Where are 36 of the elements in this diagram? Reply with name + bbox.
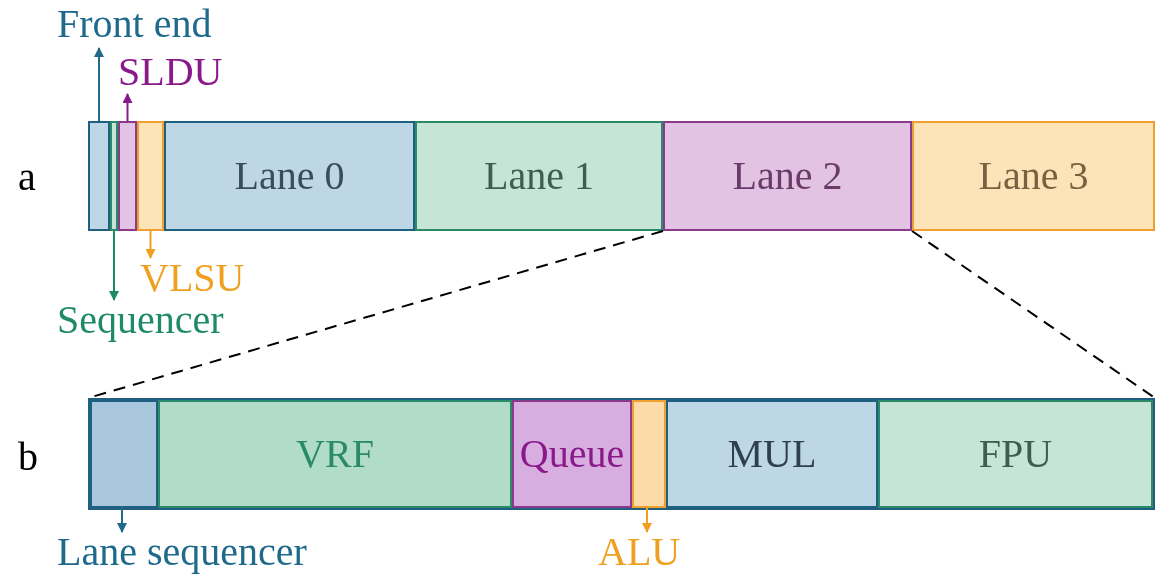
unit-label: FPU <box>978 434 1053 474</box>
unit-name-label: Sequencer <box>57 300 267 342</box>
unit-label: Lane 1 <box>484 156 594 196</box>
unit-name-label: VLSU <box>140 258 275 300</box>
unit-block <box>110 121 118 231</box>
unit-label: Lane 0 <box>234 156 345 196</box>
unit-name-label: Lane sequencer <box>57 532 417 578</box>
leader-arrow <box>145 230 156 259</box>
unit-block <box>137 121 164 231</box>
leader-arrow <box>109 230 119 301</box>
zoom-guide-line <box>911 230 1155 399</box>
unit-label: Lane 3 <box>978 156 1089 196</box>
unit-name-label: ALU <box>598 532 702 578</box>
unit-block <box>415 121 663 231</box>
leader-arrow <box>122 93 133 122</box>
unit-block <box>88 121 110 231</box>
unit-label: MUL <box>727 434 817 474</box>
panel-letter: b <box>18 437 38 477</box>
unit-name-label: SLDU <box>118 52 248 94</box>
unit-block <box>912 121 1155 231</box>
unit-block <box>164 121 415 231</box>
unit-block <box>663 121 912 231</box>
unit-block <box>512 400 632 508</box>
unit-label: Queue <box>519 434 625 474</box>
unit-block <box>632 400 666 508</box>
unit-label: Lane 2 <box>732 156 843 196</box>
unit-block <box>666 400 878 508</box>
unit-block <box>118 121 137 231</box>
zoomed-lane-bar <box>88 398 1155 510</box>
unit-block <box>158 400 512 508</box>
unit-name-label: Front end <box>57 4 257 48</box>
panel-letter: a <box>18 157 36 197</box>
unit-block <box>90 400 158 508</box>
unit-label: VRF <box>296 434 374 474</box>
leader-arrow <box>94 47 104 122</box>
unit-block <box>878 400 1153 508</box>
